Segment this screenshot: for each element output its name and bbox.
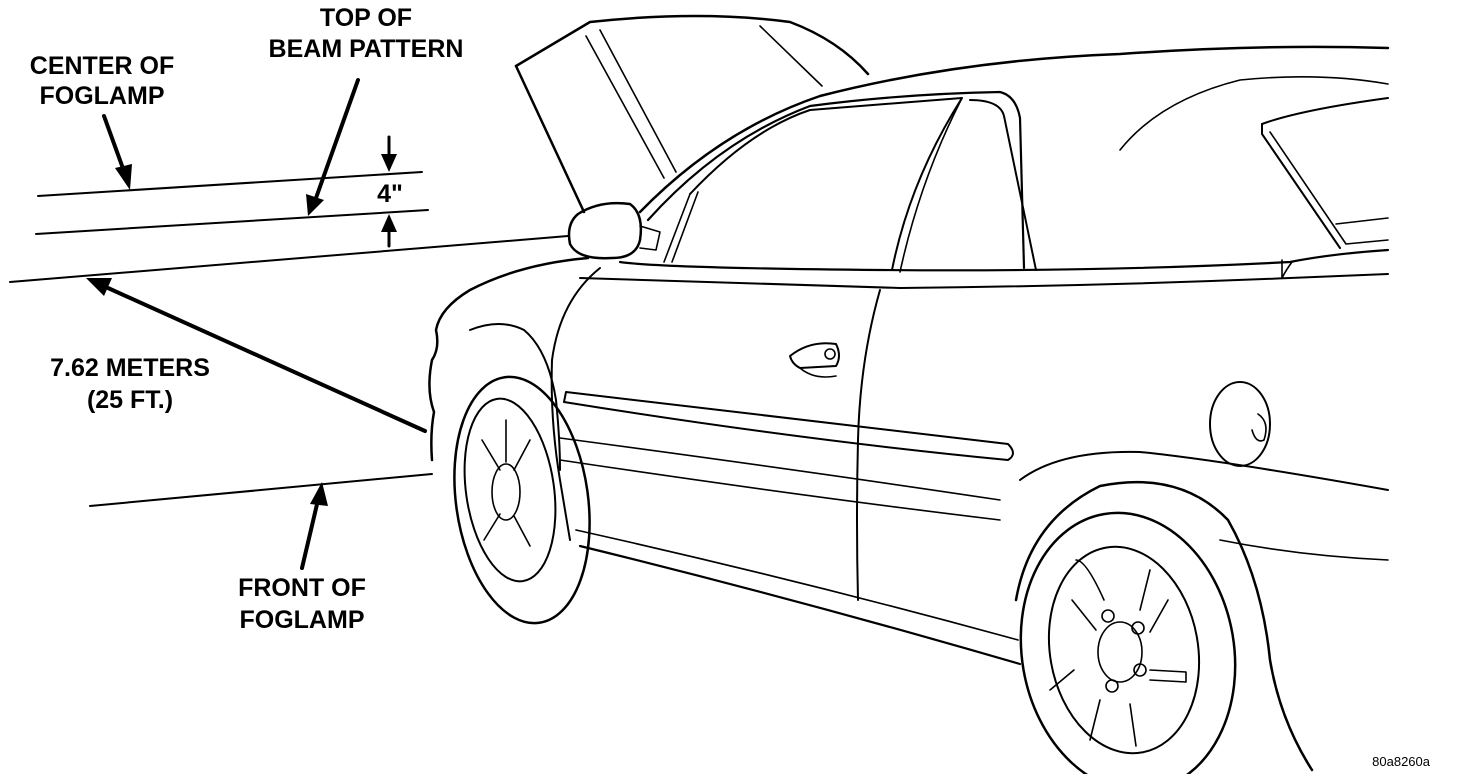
belt-line bbox=[618, 248, 1390, 272]
rear-quarter-line bbox=[1019, 450, 1389, 491]
a-pillar-outer bbox=[671, 191, 699, 263]
top-of-beam-label-line1: TOP OF bbox=[320, 4, 412, 32]
rear-top-edge bbox=[1261, 97, 1389, 125]
dimension-label: 4" bbox=[377, 180, 403, 208]
top-of-beam-label-line2: BEAM PATTERN bbox=[269, 35, 464, 63]
reference-lines bbox=[9, 171, 569, 507]
distance-label-line2: (25 FT.) bbox=[87, 386, 173, 414]
b-pillar bbox=[969, 99, 1037, 271]
rocker-bottom bbox=[578, 544, 1022, 666]
window-divider bbox=[899, 97, 963, 273]
rear-deck bbox=[1335, 217, 1389, 225]
center-arrow bbox=[102, 114, 132, 190]
rear-wheel-arch bbox=[1014, 480, 1314, 772]
top-of-beam-line bbox=[35, 209, 429, 235]
body-crease-upper bbox=[579, 273, 1389, 289]
front-of-foglamp-line bbox=[89, 473, 433, 507]
figure-id: 80a8260a bbox=[1372, 754, 1431, 769]
rear-window-inner bbox=[1269, 131, 1389, 245]
fuel-door bbox=[1209, 381, 1271, 467]
vehicle-illustration bbox=[428, 14, 1390, 774]
a-pillar-inner bbox=[663, 193, 691, 263]
rocker-line bbox=[575, 529, 1019, 641]
rear-window-edge bbox=[1261, 123, 1341, 249]
front-wheel bbox=[453, 375, 591, 625]
roof-line bbox=[638, 45, 1390, 214]
arrows bbox=[86, 78, 427, 570]
top-beam-arrow bbox=[306, 78, 360, 216]
lower-crease bbox=[559, 437, 1001, 501]
rear-wheel bbox=[1019, 511, 1237, 774]
center-of-foglamp-label-line2: FOGLAMP bbox=[40, 82, 165, 110]
distance-arrow bbox=[86, 278, 427, 433]
front-of-foglamp-label-line1: FRONT OF bbox=[238, 574, 366, 602]
dimension-arrows bbox=[381, 135, 397, 248]
ground-line bbox=[9, 235, 569, 283]
front-door-edge bbox=[550, 267, 601, 541]
side-molding bbox=[563, 391, 1014, 461]
door-rear-edge bbox=[856, 289, 881, 601]
side-mirror bbox=[567, 201, 661, 260]
door-handle bbox=[789, 342, 840, 378]
open-hood bbox=[514, 14, 870, 214]
center-of-foglamp-label-line1: CENTER OF bbox=[30, 52, 174, 80]
center-of-foglamp-line bbox=[37, 171, 423, 197]
rocker-top bbox=[559, 459, 1001, 521]
front-wheel-arch bbox=[469, 323, 561, 471]
front-window bbox=[689, 97, 963, 271]
windshield-frame bbox=[646, 90, 1026, 270]
front-of-foglamp-label-line2: FOGLAMP bbox=[240, 606, 365, 634]
front-fender bbox=[428, 256, 590, 462]
rear-pillar-trim bbox=[1281, 259, 1293, 279]
roof-contour bbox=[1119, 76, 1389, 151]
front-arrow bbox=[300, 482, 328, 570]
labels: CENTER OF FOGLAMP TOP OF BEAM PATTERN 4"… bbox=[30, 4, 1431, 769]
distance-label-line1: 7.62 METERS bbox=[50, 354, 210, 382]
